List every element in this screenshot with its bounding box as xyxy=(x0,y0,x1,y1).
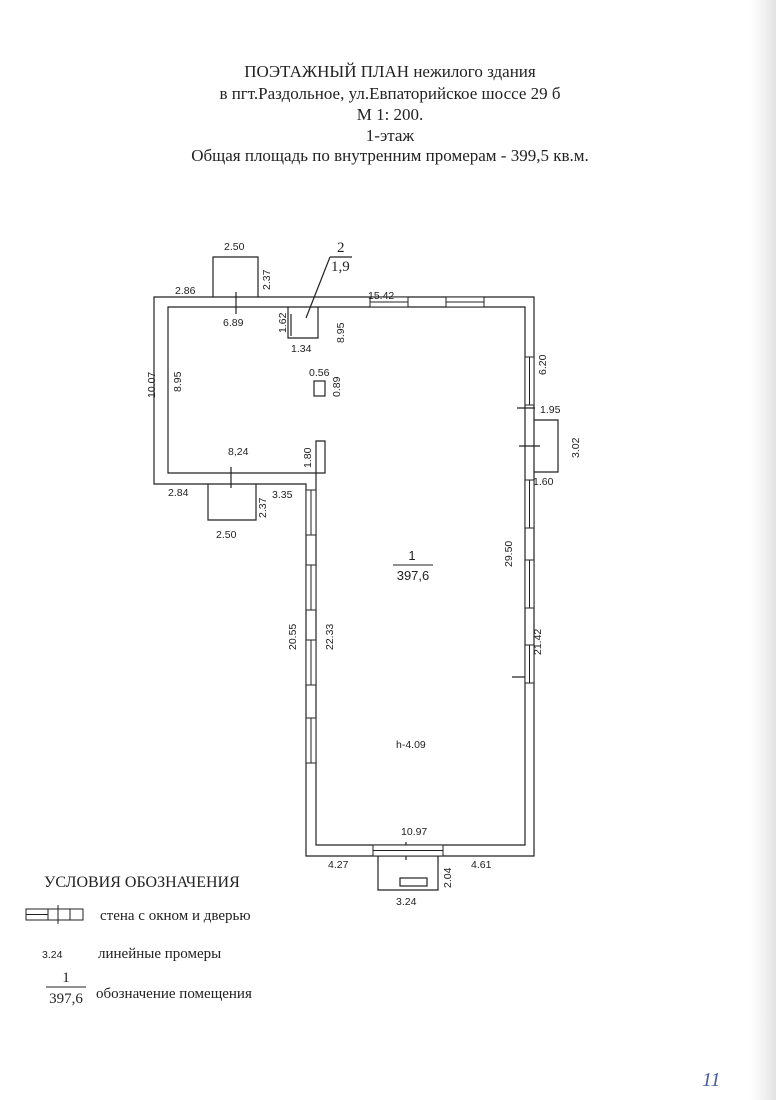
dim-label: h-4.09 xyxy=(396,739,426,751)
legend-dim-label: линейные промеры xyxy=(98,946,221,962)
dim-label: 1.80 xyxy=(302,447,314,468)
dim-label: 3.24 xyxy=(396,896,417,908)
title-line-1: ПОЭТАЖНЫЙ ПЛАН нежилого здания xyxy=(244,62,536,81)
legend-sample-area: 397,6 xyxy=(49,991,83,1007)
dim-label: 22.33 xyxy=(324,624,336,650)
window-left-3 xyxy=(305,639,317,686)
window-top-2 xyxy=(445,296,485,308)
dim-label: 2.50 xyxy=(224,241,245,253)
window-right-2 xyxy=(524,479,535,529)
dim-label: 1.62 xyxy=(277,312,289,333)
dim-label: 2.37 xyxy=(257,497,269,518)
dim-label: 0.56 xyxy=(309,367,330,379)
dim-label: 21.42 xyxy=(532,629,544,655)
dim-label: 4.27 xyxy=(328,859,349,871)
dim-label: 15.42 xyxy=(368,290,394,302)
porch-bottom-step xyxy=(399,877,428,887)
closet-room-2 xyxy=(287,307,319,339)
porch-left xyxy=(207,484,257,521)
dim-label: 2.86 xyxy=(175,285,196,297)
dim-label: 3.02 xyxy=(570,437,582,458)
dim-label: 8.95 xyxy=(335,322,347,343)
title-floor: 1-этаж xyxy=(365,126,415,145)
porch-bottom xyxy=(377,856,439,891)
room-2-area: 1,9 xyxy=(331,259,350,275)
column xyxy=(313,380,326,397)
porch-right xyxy=(534,419,559,473)
legend-sample-dim: 3.24 xyxy=(42,949,63,961)
dim-label: 3.35 xyxy=(272,489,293,501)
window-right-4 xyxy=(524,644,535,684)
room-2-number: 2 xyxy=(337,240,345,256)
title-total-area: Общая площадь по внутренним промерам - 3… xyxy=(191,146,589,165)
legend-title: УСЛОВИЯ ОБОЗНАЧЕНИЯ xyxy=(44,874,240,891)
dim-label: 4.61 xyxy=(471,859,492,871)
window-top-1 xyxy=(369,296,409,308)
title-scale: М 1: 200. xyxy=(356,105,424,124)
dim-label: 2.37 xyxy=(261,269,273,290)
dim-label: 2.50 xyxy=(216,529,237,541)
room-1-area: 397,6 xyxy=(397,568,430,583)
dim-label: 6.20 xyxy=(537,354,549,375)
inner-wall xyxy=(167,306,526,846)
legend-sample-number: 1 xyxy=(62,970,70,986)
page-edge-shadow xyxy=(750,0,776,1100)
dim-label: 29.50 xyxy=(503,541,515,567)
window-right-1 xyxy=(524,356,535,406)
legend-wall-label: стена с окном и дверью xyxy=(100,908,251,924)
dim-label: 1.95 xyxy=(540,404,561,416)
window-left-1 xyxy=(305,489,317,536)
dim-label: 2.84 xyxy=(168,487,189,499)
porch-top xyxy=(212,256,259,297)
dim-label: 1.60 xyxy=(533,476,554,488)
dim-label: 20.55 xyxy=(287,624,299,650)
title-line-2: в пгт.Раздольное, ул.Евпаторийское шоссе… xyxy=(219,84,561,103)
window-bottom xyxy=(372,844,444,857)
window-right-3 xyxy=(524,559,535,609)
window-left-4 xyxy=(305,717,317,764)
dim-label: 0.89 xyxy=(331,376,343,397)
dim-label: 10.07 xyxy=(146,372,158,398)
dim-label: 8,24 xyxy=(228,446,249,458)
dim-label: 2.04 xyxy=(442,867,454,888)
dim-label: 10.97 xyxy=(401,826,427,838)
legend-wall-symbol xyxy=(25,905,84,924)
outer-wall xyxy=(153,296,535,857)
dim-label: 8.95 xyxy=(172,371,184,392)
dim-label: 6.89 xyxy=(223,317,244,329)
page-number: 11 xyxy=(702,1069,721,1091)
dim-label: 1.34 xyxy=(291,343,312,355)
room-2-leader xyxy=(305,256,331,319)
room-1-number: 1 xyxy=(408,548,415,563)
window-left-2 xyxy=(305,564,317,611)
legend-room-label: обозначение помещения xyxy=(96,986,252,1002)
